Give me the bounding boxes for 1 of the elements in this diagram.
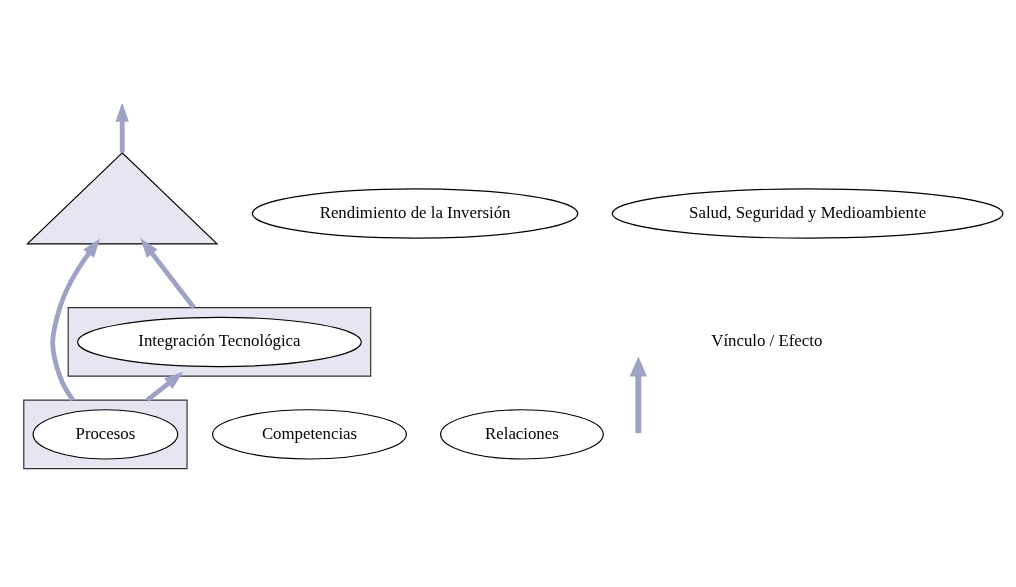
legend-label: Vínculo / Efecto [710, 331, 822, 351]
